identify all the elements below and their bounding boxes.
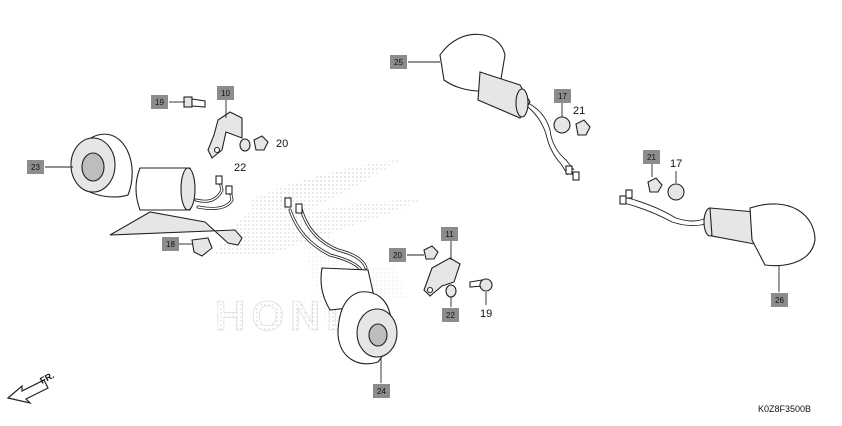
callout-17-top: 17 bbox=[554, 89, 571, 103]
svg-text:22: 22 bbox=[446, 311, 455, 320]
bracket-11 bbox=[423, 257, 461, 297]
callout-10: 10 bbox=[217, 86, 234, 100]
diagram-code: K0Z8F3500B bbox=[758, 404, 811, 414]
callout-25: 25 bbox=[390, 55, 407, 69]
nut-21-top bbox=[575, 119, 591, 136]
svg-text:10: 10 bbox=[221, 89, 230, 98]
bolt-19-left bbox=[183, 96, 206, 108]
svg-text:17: 17 bbox=[558, 92, 567, 101]
svg-text:FR.: FR. bbox=[38, 370, 55, 386]
callout-20-top: 20 bbox=[276, 138, 288, 150]
bracket-10 bbox=[207, 111, 243, 159]
callout-21-top: 21 bbox=[573, 105, 585, 117]
svg-text:26: 26 bbox=[775, 296, 784, 305]
callout-17-right: 17 bbox=[670, 158, 682, 170]
left-turn-signal-assembly bbox=[70, 133, 243, 246]
leader-lines bbox=[45, 61, 780, 383]
callout-26: 26 bbox=[771, 293, 788, 307]
svg-text:21: 21 bbox=[647, 153, 656, 162]
nut-21-right bbox=[647, 177, 663, 193]
collar-22-center bbox=[445, 284, 457, 298]
collar-22-left bbox=[239, 138, 251, 152]
callout-18: 18 bbox=[162, 237, 179, 251]
callout-22-top: 22 bbox=[234, 162, 246, 174]
svg-text:23: 23 bbox=[31, 163, 40, 172]
rear-turn-signal-right-assembly bbox=[619, 189, 816, 267]
callout-23: 23 bbox=[27, 160, 44, 174]
washer-17-top bbox=[553, 116, 571, 134]
front-direction-arrow-icon: FR. bbox=[6, 370, 56, 405]
bolt-19-center bbox=[469, 278, 493, 292]
svg-text:25: 25 bbox=[394, 58, 403, 67]
callout-11: 11 bbox=[441, 227, 458, 241]
svg-text:11: 11 bbox=[445, 230, 454, 239]
center-turn-signal-assembly bbox=[284, 197, 398, 365]
nut-20-center bbox=[423, 245, 439, 260]
callout-20-center: 20 bbox=[389, 248, 406, 262]
clamp-18 bbox=[191, 237, 213, 257]
callout-22-center: 22 bbox=[442, 308, 459, 322]
svg-text:18: 18 bbox=[166, 240, 175, 249]
callout-19-top: 19 bbox=[151, 95, 168, 109]
callout-21-right: 21 bbox=[643, 150, 660, 164]
nut-20-left bbox=[253, 135, 269, 151]
callout-24: 24 bbox=[373, 384, 390, 398]
washer-17-right bbox=[667, 183, 685, 201]
svg-text:24: 24 bbox=[377, 387, 386, 396]
rear-turn-signal-top-assembly bbox=[439, 33, 580, 181]
svg-text:20: 20 bbox=[393, 251, 402, 260]
svg-text:19: 19 bbox=[155, 98, 164, 107]
callout-19-center: 19 bbox=[480, 308, 492, 320]
